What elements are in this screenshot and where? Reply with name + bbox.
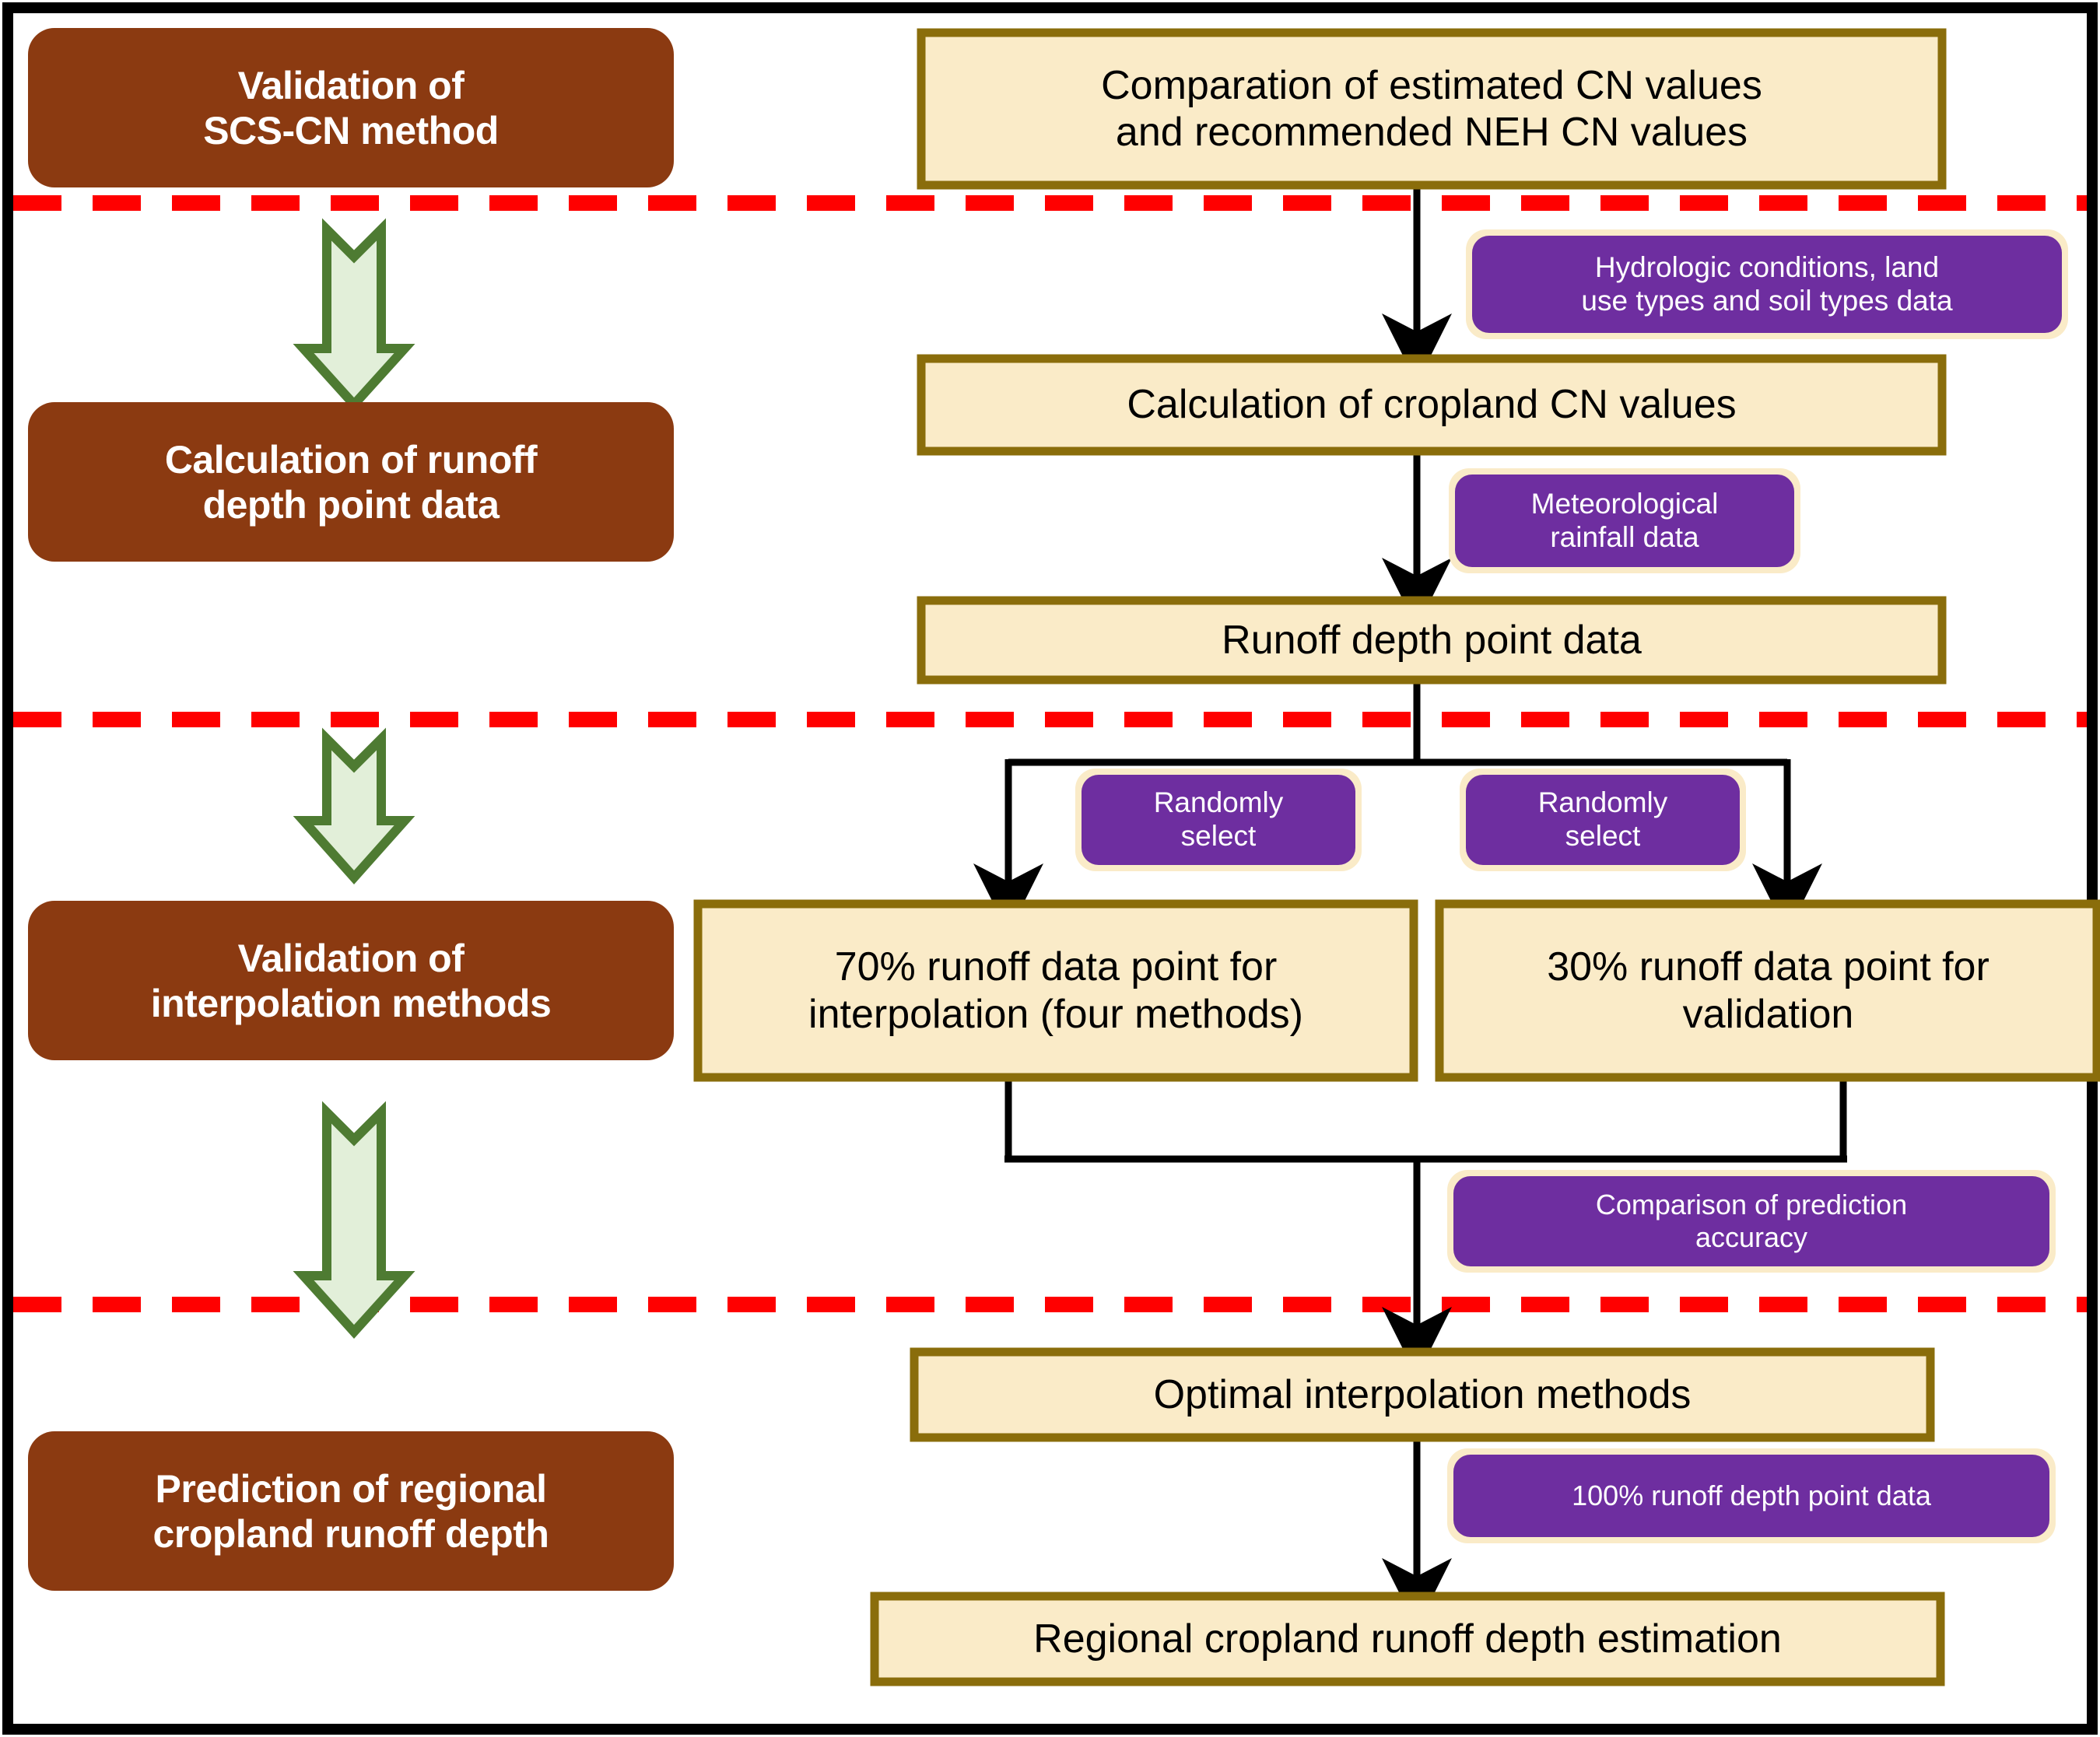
stage-arrow-2-icon [293,727,415,885]
stage-label-box-calculation-runoff [28,402,674,562]
stage-arrow-1-icon [293,218,415,411]
process-box-calculation-cn [917,354,1947,456]
stage-label-box-prediction-regional [28,1431,674,1591]
annotation-box-hydrologic-conditions [1466,229,2068,339]
stage-label-box-validation-scs-cn [28,28,674,187]
process-box-optimal-interpolation [910,1347,1935,1442]
annotation-box-100-runoff [1447,1448,2056,1543]
annotation-box-comparison-accuracy [1447,1170,2056,1273]
stage-label-box-validation-interpolation [28,901,674,1060]
annotation-box-randomly-select-left [1075,769,1362,871]
annotation-box-meteorological-rainfall [1449,468,1800,573]
process-box-runoff-point-data [917,596,1947,685]
process-box-30-validation [1435,899,2100,1082]
process-box-comparation-cn [917,28,1947,190]
process-box-regional-estimation [870,1592,1945,1686]
stage-arrow-3-icon [293,1101,415,1339]
process-box-70-interpolation [693,899,1418,1082]
annotation-box-randomly-select-right [1460,769,1746,871]
